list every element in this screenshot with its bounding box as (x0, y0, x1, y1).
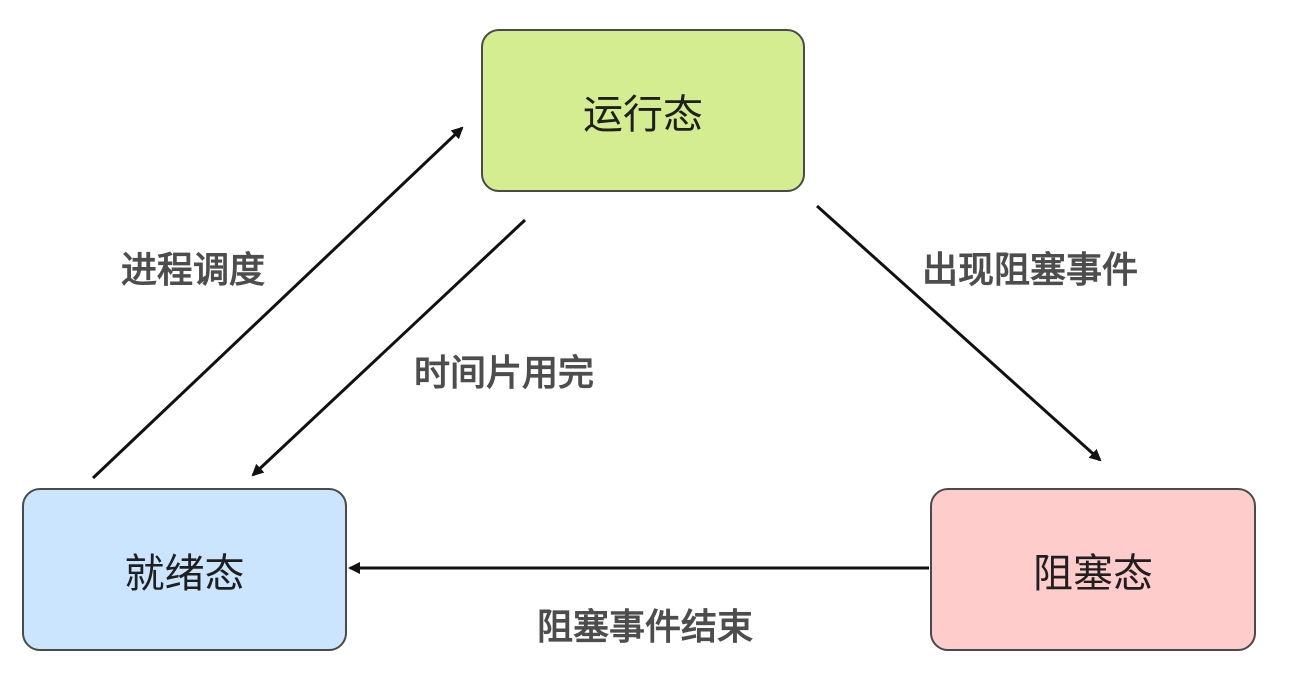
ready-state-node: 就绪态 (22, 488, 347, 651)
blocked-state-node: 阻塞态 (930, 488, 1256, 651)
running-state-label: 运行态 (583, 91, 703, 138)
blocked-state-label: 阻塞态 (1033, 550, 1153, 597)
edge-label-blocking-event: 出现阻塞事件 (922, 250, 1139, 291)
edge-label-blocking-event-ended: 阻塞事件结束 (537, 607, 754, 648)
edge-label-process-scheduling: 进程调度 (121, 250, 266, 291)
arrow-running-to-blocked (815, 204, 1102, 462)
arrow-ready-to-running (91, 126, 464, 480)
ready-state-label: 就绪态 (124, 550, 245, 597)
arrow-running-to-ready (251, 218, 527, 477)
edge-label-time-slice-expired: 时间片用完 (414, 353, 595, 394)
running-state-node: 运行态 (481, 29, 805, 192)
